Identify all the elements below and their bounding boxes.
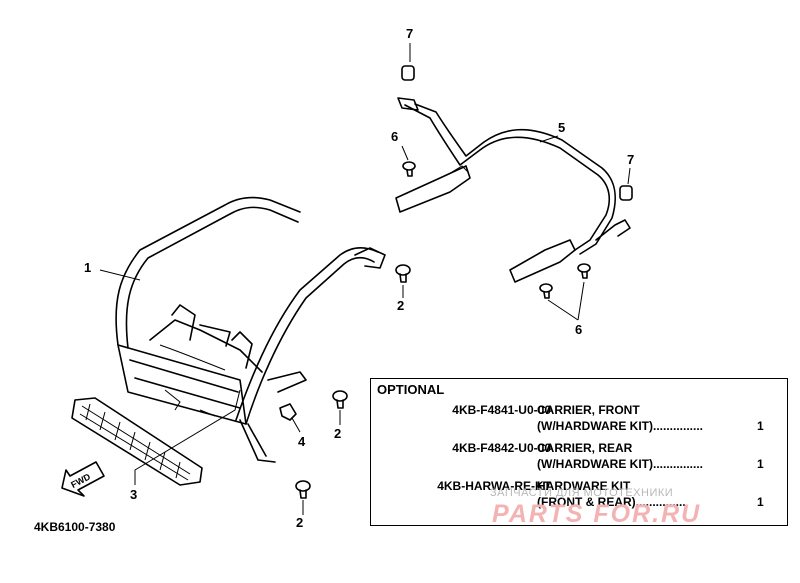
leader-lines	[99, 43, 631, 515]
part-number: 4KB-F4842-U0-00	[452, 441, 551, 455]
callout-6a: 6	[391, 129, 398, 144]
bolt-6b	[577, 263, 591, 279]
cap-7a	[401, 65, 415, 81]
bolt-6c	[539, 283, 553, 299]
part-description: CARRIER, REAR (W/HARDWARE KIT)..........…	[537, 441, 757, 473]
part-quantity: 1	[757, 457, 764, 471]
part-number: 4KB-HARWA-RE-KT	[437, 479, 551, 493]
rear-carrier-frame	[395, 97, 631, 283]
description-line: (W/HARDWARE KIT)...............	[537, 457, 703, 471]
description-line: HARDWARE KIT	[537, 479, 631, 493]
description-line: CARRIER, REAR	[537, 441, 633, 455]
bolt-2a	[395, 264, 411, 283]
front-carrier-frame	[115, 196, 386, 463]
description-line: CARRIER, FRONT	[537, 403, 640, 417]
optional-title: OPTIONAL	[377, 382, 445, 397]
watermark-logo: PARTS FOR.RU	[492, 500, 702, 528]
part-number: 4KB-F4841-U0-00	[452, 403, 551, 417]
part-description: CARRIER, FRONT (W/HARDWARE KIT).........…	[537, 403, 757, 435]
description-line: (FRONT & REAR)...............	[537, 495, 686, 509]
part-quantity: 1	[757, 495, 764, 509]
callout-2b: 2	[334, 426, 341, 441]
fwd-arrow-icon: FWD	[61, 461, 105, 497]
callout-7a: 7	[406, 26, 413, 41]
callout-4: 4	[298, 434, 306, 449]
cap-7b	[619, 185, 633, 201]
part-description: HARDWARE KIT (FRONT & REAR).............…	[537, 479, 757, 511]
description-line: (W/HARDWARE KIT)...............	[537, 419, 703, 433]
optional-parts-box: OPTIONAL 4KB-F4841-U0-00 CARRIER, FRONT …	[370, 378, 788, 526]
callout-6b: 6	[575, 322, 582, 337]
callout-2c: 2	[296, 515, 303, 530]
reflector-plate	[71, 397, 203, 486]
bolt-6a	[402, 161, 416, 177]
watermark-tagline: ЗАПЧАСТИ ДЛЯ МОТОТЕХНИКИ	[490, 487, 674, 499]
bolt-2b	[332, 390, 348, 409]
part-quantity: 1	[757, 419, 764, 433]
diagram-code: 4KB6100-7380	[34, 520, 116, 534]
callout-7b: 7	[627, 152, 634, 167]
callout-2a: 2	[397, 298, 404, 313]
bolt-2c	[295, 480, 311, 499]
callout-3: 3	[130, 487, 137, 502]
clip-4	[279, 403, 297, 421]
callout-1: 1	[84, 260, 91, 275]
callout-5: 5	[558, 120, 565, 135]
